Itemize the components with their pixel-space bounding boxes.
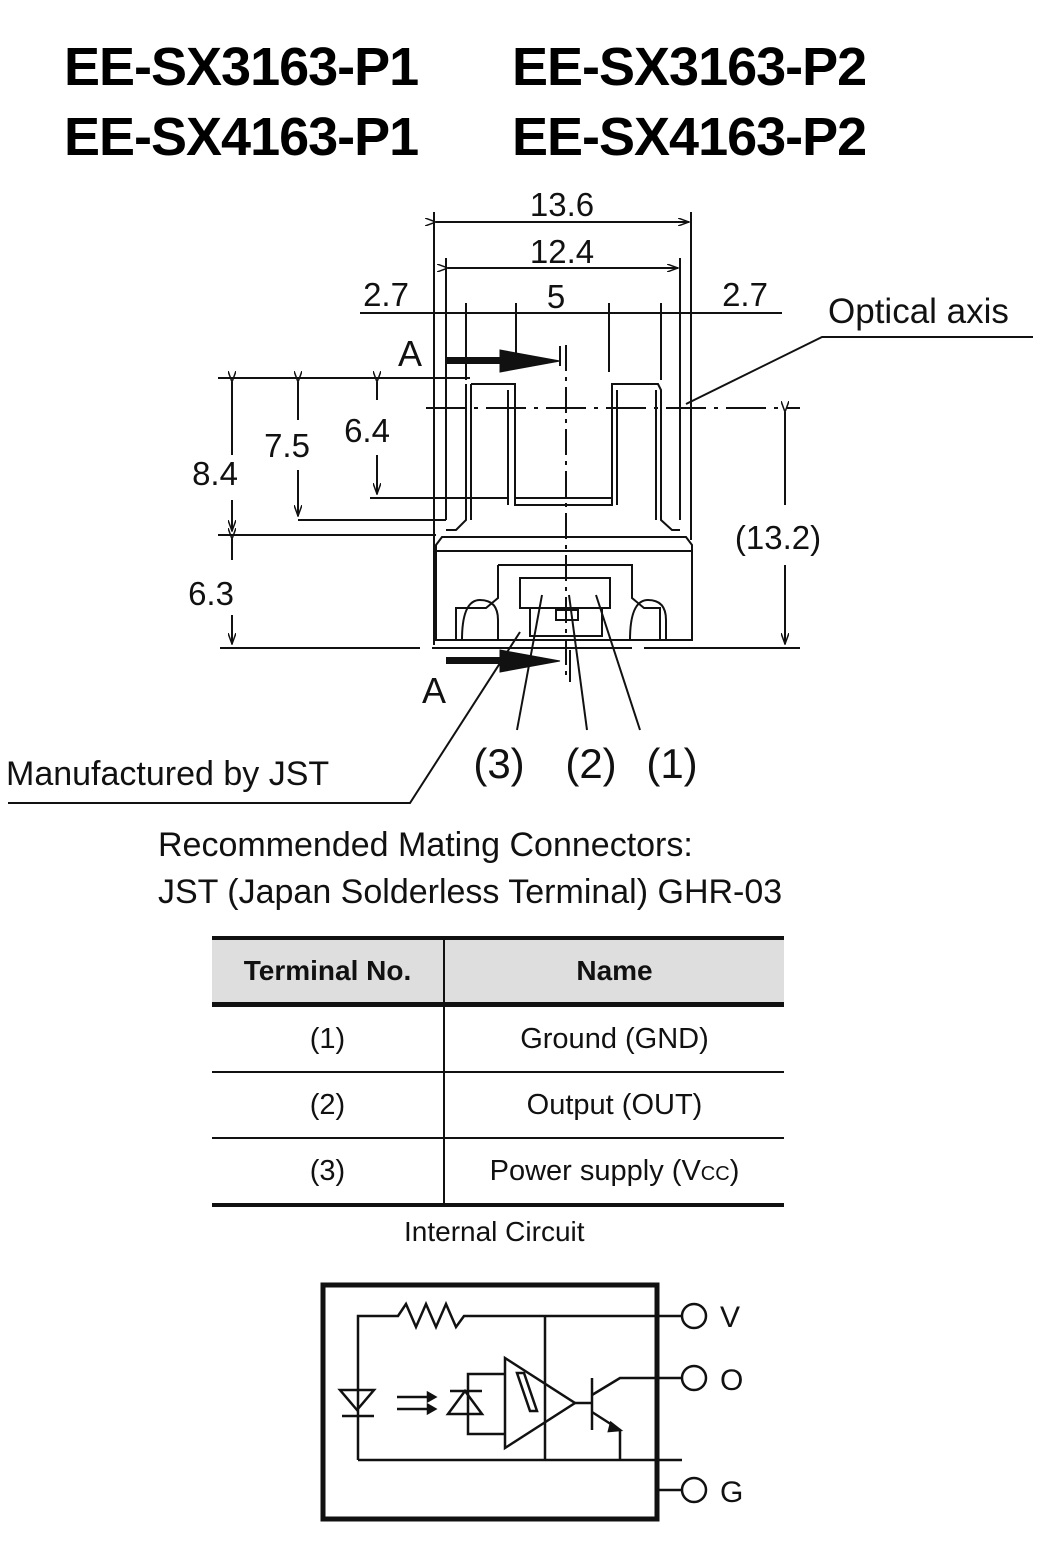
dim-left-arm: 2.7 [363, 276, 409, 313]
model-title-4: EE-SX4163-P2 [512, 107, 867, 167]
terminal-name: Ground (GND) [444, 1004, 784, 1073]
header-terminal-no: Terminal No. [212, 936, 445, 1007]
dim-arm-height: 7.5 [264, 427, 310, 464]
model-title-3: EE-SX4163-P1 [64, 107, 419, 167]
dimension-drawing: 13.6 12.4 2.7 5 2.7 Optical axis A A 8.4… [6, 186, 1033, 804]
section-label-bottom: A [422, 670, 446, 711]
terminal-no: (3) [212, 1138, 445, 1207]
mating-line-1: Recommended Mating Connectors: [158, 826, 693, 864]
dim-slot-depth: 6.4 [344, 412, 390, 449]
terminal-o-label: O [720, 1364, 743, 1397]
terminal-name: Output (OUT) [444, 1072, 784, 1139]
manufacturer-label: Manufactured by JST [6, 755, 329, 793]
terminal-g-label: G [720, 1476, 743, 1509]
dim-base-height: 6.3 [188, 575, 234, 612]
terminal-g-icon [680, 1476, 708, 1504]
dim-right-arm: 2.7 [722, 276, 768, 313]
terminal-name-subscript: CC [700, 1162, 730, 1185]
terminal-v-icon [680, 1302, 708, 1330]
dim-total-height: 8.4 [192, 455, 238, 492]
terminal-name: Power supply (VCC) [444, 1138, 784, 1207]
pin-label-2: (2) [565, 740, 616, 787]
terminal-v-label: V [720, 1301, 740, 1334]
pin-label-3: (3) [473, 740, 524, 787]
section-label-top: A [398, 333, 422, 374]
circuit-package-outline [320, 1282, 660, 1522]
model-title-1: EE-SX3163-P1 [64, 37, 419, 97]
pin-label-1: (1) [646, 740, 697, 787]
terminal-o-icon [680, 1364, 708, 1392]
optical-axis-label: Optical axis [828, 292, 1009, 331]
model-title-2: EE-SX3163-P2 [512, 37, 867, 97]
dim-slot-width: 5 [547, 278, 565, 315]
internal-circuit-diagram: V O G [320, 1282, 743, 1522]
dim-overall-width: 13.6 [530, 186, 594, 223]
table-row: (3) Power supply (VCC) [212, 1138, 784, 1207]
terminal-name-tail: ) [729, 1154, 740, 1187]
terminal-table: Terminal No. Name (1) Ground (GND) (2) O… [212, 936, 784, 1207]
header-name: Name [444, 936, 784, 1007]
dim-optical-axis-height: (13.2) [735, 519, 821, 556]
dim-inner-width: 12.4 [530, 233, 594, 270]
circuit-title: Internal Circuit [404, 1216, 585, 1247]
table-row: (2) Output (OUT) [212, 1072, 784, 1139]
table-header-row: Terminal No. Name [212, 936, 784, 1007]
mating-line-2: JST (Japan Solderless Terminal) GHR-03 [158, 873, 783, 911]
table-row: (1) Ground (GND) [212, 1004, 784, 1073]
terminal-no: (1) [212, 1004, 445, 1073]
terminal-name-text: Power supply (V [489, 1154, 701, 1187]
terminal-no: (2) [212, 1072, 445, 1139]
